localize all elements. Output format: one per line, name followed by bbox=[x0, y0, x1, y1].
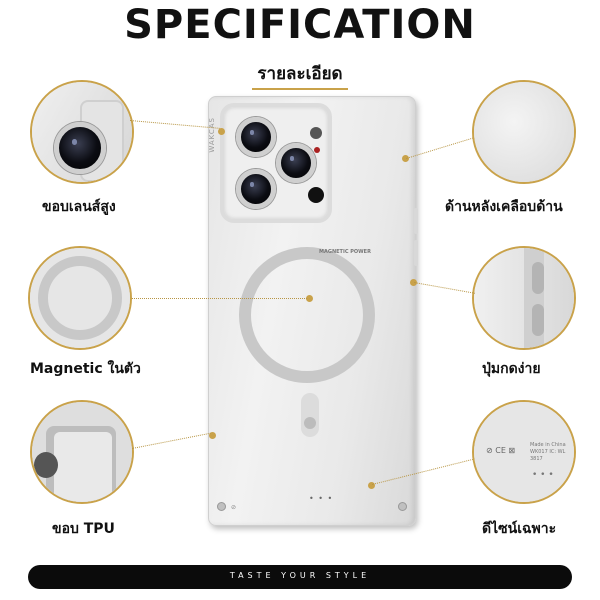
magnetic-ring bbox=[239, 247, 375, 383]
pointer-dot-buttons bbox=[410, 279, 417, 286]
marks-text: Made in China WK017 IC: WL 3817 bbox=[530, 442, 566, 462]
sensor-icon bbox=[314, 147, 320, 153]
leader-line-tpu bbox=[132, 432, 211, 449]
pointer-dot-lens bbox=[218, 128, 225, 135]
bottom-dots: • • • bbox=[309, 494, 334, 503]
leader-line-magnetic bbox=[132, 298, 307, 299]
orientation-pill bbox=[301, 393, 319, 437]
leader-line-lens bbox=[129, 120, 220, 129]
phone-case-product: WAKCAS MAGNETIC POWER ⊘ • • • bbox=[208, 96, 416, 526]
lidar-icon bbox=[308, 187, 324, 203]
feature-label-matte-back: ด้านหลังเคลือบด้าน bbox=[445, 199, 563, 215]
brand-name: WAKCAS bbox=[208, 117, 216, 153]
feature-label-easy-buttons: ปุ่มกดง่าย bbox=[482, 361, 541, 377]
camera-bump bbox=[220, 103, 332, 223]
matte-texture-icon bbox=[472, 80, 576, 184]
magsafe-ring-icon bbox=[28, 246, 132, 350]
footer-tagline: TASTE YOUR STYLE bbox=[229, 571, 371, 580]
feature-label-lens-edge: ขอบเลนส์สูง bbox=[42, 199, 116, 215]
tpu-edge-icon bbox=[30, 400, 134, 504]
corner-screw-right-icon bbox=[398, 502, 407, 511]
camera-lens-right-icon bbox=[276, 143, 316, 183]
pointer-dot-magnetic bbox=[306, 295, 313, 302]
magnetic-text: MAGNETIC POWER bbox=[319, 249, 371, 255]
flash-icon bbox=[310, 127, 322, 139]
pill-logo-icon bbox=[304, 417, 316, 429]
footer-bar bbox=[28, 565, 572, 589]
regulatory-marks: ⊘ bbox=[231, 504, 237, 511]
side-button-upper bbox=[414, 208, 418, 234]
pointer-dot-tpu bbox=[209, 432, 216, 439]
camera-lens-top-icon bbox=[236, 117, 276, 157]
page-subtitle: รายละเอียด bbox=[257, 64, 343, 84]
feature-label-magnetic: Magnetic ในตัว bbox=[30, 361, 141, 377]
side-button-lower bbox=[414, 240, 418, 266]
logo-marks-icon: ⊘ CE ⊠ Made in China WK017 IC: WL 3817 •… bbox=[472, 400, 576, 504]
feature-label-tpu-edge: ขอบ TPU bbox=[52, 521, 115, 537]
pointer-dot-design bbox=[368, 482, 375, 489]
leader-line-matte bbox=[406, 137, 474, 159]
side-buttons-icon bbox=[472, 246, 576, 350]
camera-lens-bottom-icon bbox=[236, 169, 276, 209]
lens-closeup-icon bbox=[30, 80, 134, 184]
corner-screw-left-icon bbox=[217, 502, 226, 511]
leader-line-buttons bbox=[413, 282, 476, 294]
pointer-dot-matte bbox=[402, 155, 409, 162]
feature-label-unique-design: ดีไซน์เฉพาะ bbox=[482, 521, 557, 537]
subtitle-rule bbox=[252, 88, 348, 90]
page-title: SPECIFICATION bbox=[124, 2, 476, 48]
